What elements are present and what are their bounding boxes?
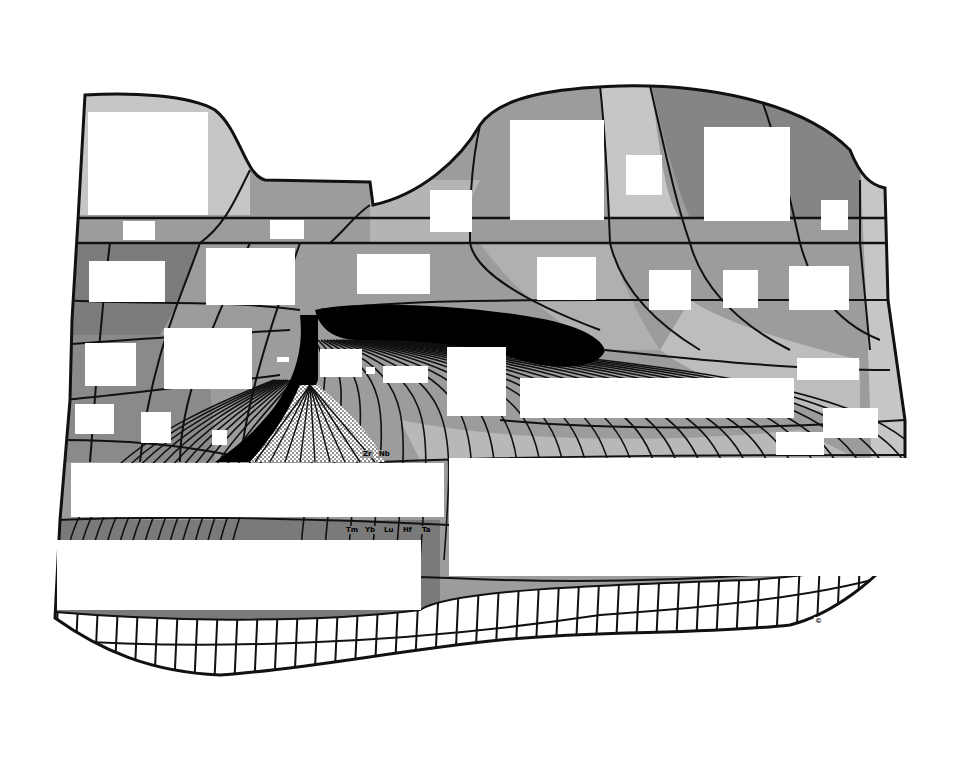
grid-line <box>594 560 600 690</box>
grid-line <box>814 560 820 690</box>
blank-box <box>383 366 428 383</box>
blank-box <box>776 432 824 455</box>
blank-box <box>649 270 691 310</box>
blank-box <box>141 412 171 443</box>
grid-line <box>474 560 480 690</box>
boundary-line <box>270 385 310 462</box>
blank-box <box>357 254 430 294</box>
boundary-line <box>650 86 790 350</box>
blank-box <box>510 120 604 220</box>
dark-region <box>60 243 200 335</box>
grid-line <box>914 560 920 690</box>
boundary-line <box>300 385 310 462</box>
grid-line <box>874 560 880 690</box>
blank-box <box>797 358 859 380</box>
grid-line <box>854 560 860 690</box>
blank-box <box>520 378 794 418</box>
blank-box <box>789 266 849 310</box>
blank-box <box>537 257 596 300</box>
blank-box <box>71 463 444 517</box>
blank-box <box>320 349 362 377</box>
blank-box <box>57 540 421 610</box>
element-symbol: Hf <box>402 526 413 534</box>
grid-line <box>674 560 680 690</box>
grid-line <box>614 560 620 690</box>
blank-box <box>723 270 758 308</box>
grid-line <box>574 560 580 690</box>
element-symbol: Zr <box>362 450 373 458</box>
element-symbol: Nb <box>378 450 391 458</box>
blank-box <box>277 357 289 362</box>
grid-line <box>714 560 720 690</box>
blank-box <box>88 112 208 215</box>
grid-line <box>694 560 700 690</box>
boundary-line <box>310 385 360 462</box>
boundary-line <box>285 385 310 462</box>
blank-box <box>447 347 506 416</box>
blank-box <box>704 127 790 221</box>
blank-box <box>123 221 155 240</box>
outline <box>55 86 905 675</box>
blank-box <box>626 155 662 195</box>
grid-line <box>534 560 540 690</box>
blank-box <box>430 190 472 232</box>
boundary-line <box>860 180 870 350</box>
blank-box <box>212 430 227 445</box>
element-symbol: Yb <box>364 526 376 534</box>
light-region <box>60 90 250 215</box>
light-region <box>370 180 480 243</box>
grid-line <box>434 560 440 690</box>
blank-box <box>85 343 136 386</box>
blank-box <box>366 367 375 374</box>
boundary-line <box>600 86 700 350</box>
blank-box <box>270 220 304 239</box>
element-symbol: Lu <box>383 526 394 534</box>
grid-line <box>894 560 900 690</box>
blank-box <box>206 248 295 305</box>
land-mass <box>55 86 905 675</box>
blank-box <box>164 328 252 389</box>
grid-line <box>454 560 460 690</box>
grid-line <box>554 560 560 690</box>
boundary-line <box>310 385 345 462</box>
stippled-fan <box>250 385 385 462</box>
blank-box <box>75 404 114 434</box>
grid-line <box>494 560 500 690</box>
blank-box <box>449 458 907 576</box>
boundary-line <box>60 242 910 245</box>
element-symbol: © <box>814 617 823 625</box>
grid-line <box>654 560 660 690</box>
blank-box <box>823 408 878 438</box>
boundary-line <box>330 205 370 243</box>
blank-box <box>89 261 165 302</box>
boundary-line <box>255 385 310 462</box>
element-symbol: Ta <box>421 526 432 534</box>
grid-line <box>834 560 840 690</box>
element-symbol: Tm <box>345 526 359 534</box>
boundary-line <box>310 385 375 462</box>
blank-box <box>821 200 848 230</box>
grid-line <box>634 560 640 690</box>
